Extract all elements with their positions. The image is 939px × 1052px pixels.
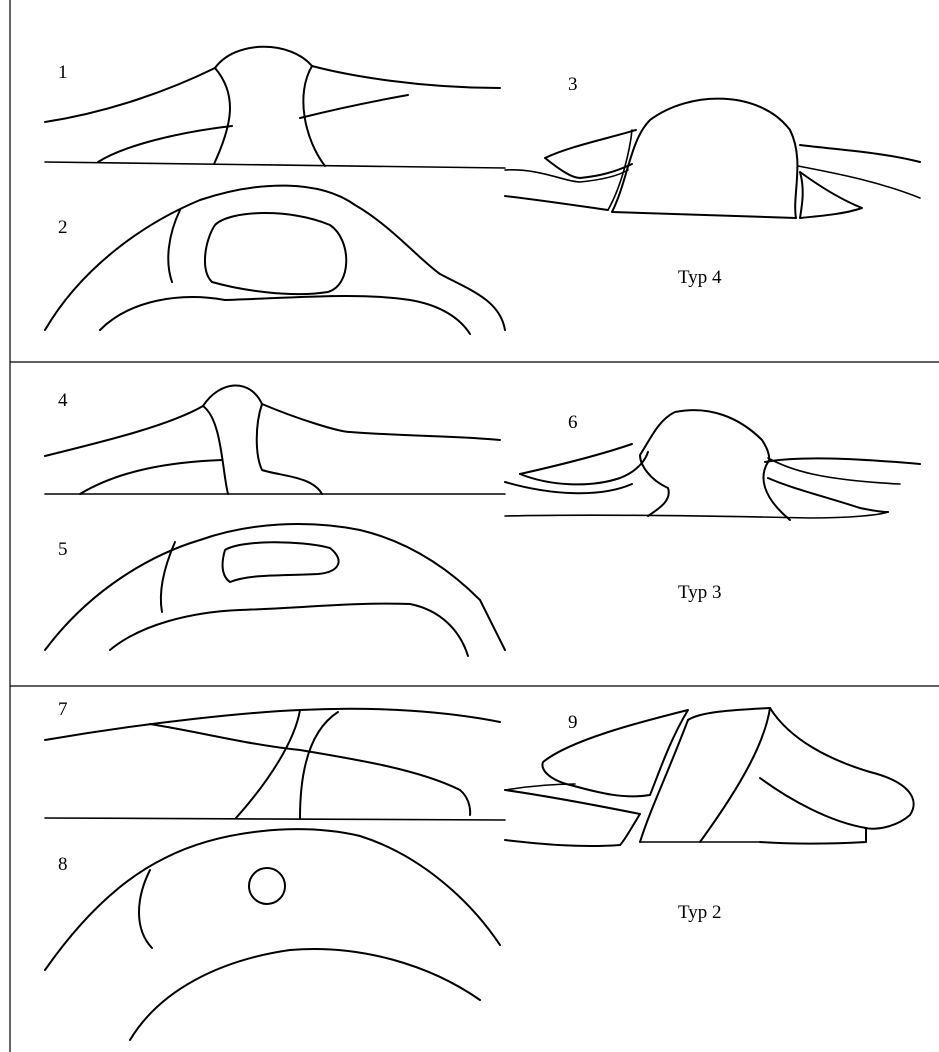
figure-2-drawing <box>45 186 505 334</box>
type-label-typ-4: Typ 4 <box>678 267 722 288</box>
figure-number-3: 3 <box>568 74 578 95</box>
figure-4-drawing <box>45 385 505 494</box>
figure-3-drawing <box>505 99 920 218</box>
figure-number-5: 5 <box>58 539 68 560</box>
figure-9-drawing <box>505 708 914 846</box>
figure-number-8: 8 <box>58 854 68 875</box>
figure-number-4: 4 <box>58 390 68 411</box>
figure-number-7: 7 <box>58 699 68 720</box>
figure-7-drawing <box>45 709 505 820</box>
figure-1-drawing <box>45 47 505 168</box>
figure-number-2: 2 <box>58 217 68 238</box>
type-label-typ-2: Typ 2 <box>678 902 722 923</box>
type-label-typ-3: Typ 3 <box>678 582 722 603</box>
figure-number-9: 9 <box>568 712 578 733</box>
figure-number-6: 6 <box>568 412 578 433</box>
figure-5-drawing <box>45 524 505 656</box>
figure-number-1: 1 <box>58 62 68 83</box>
panel-frame <box>10 0 939 1052</box>
figure-8-drawing <box>45 829 500 1040</box>
